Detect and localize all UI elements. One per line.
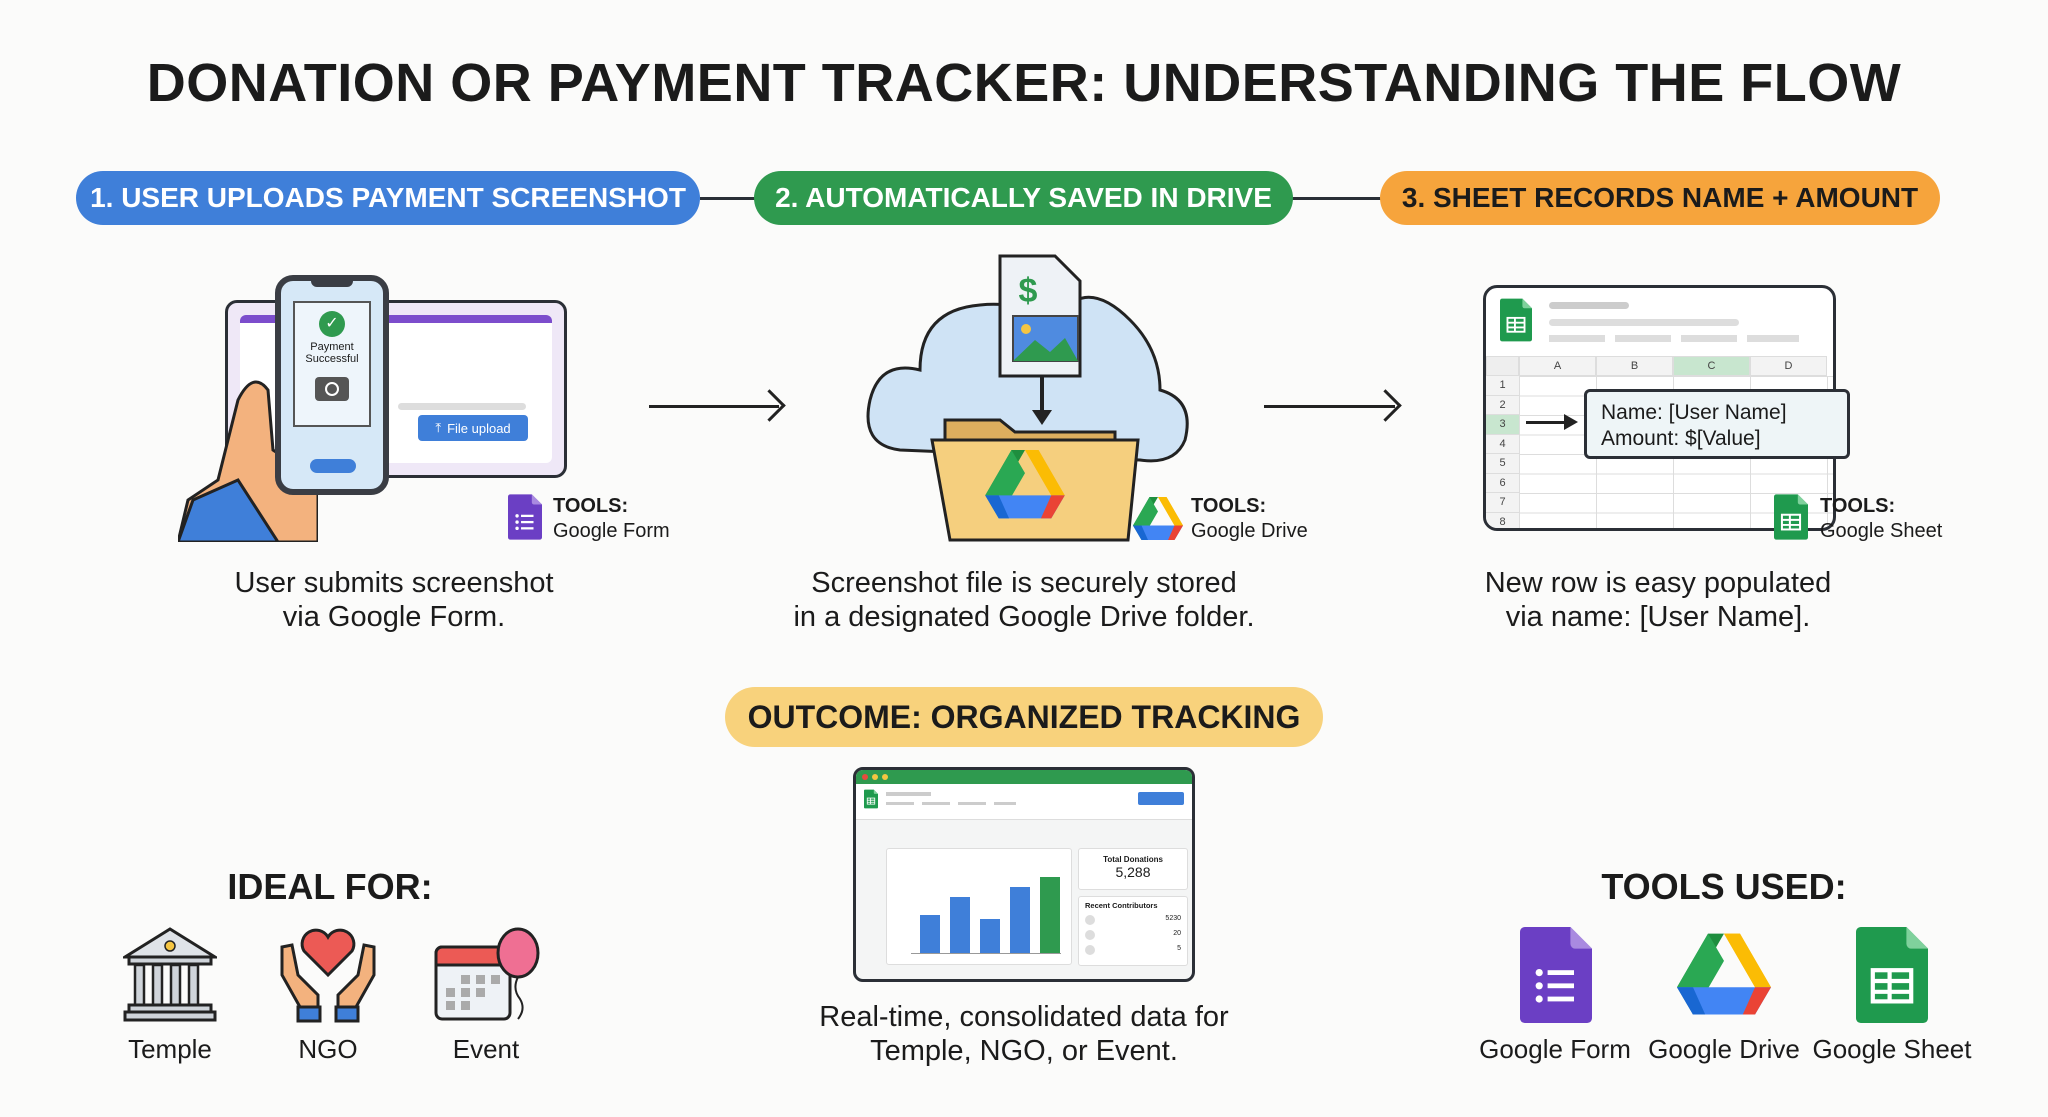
payment-status: Payment: [310, 341, 354, 353]
check-icon: ✓: [319, 311, 345, 337]
temple-icon: [123, 927, 217, 1022]
google-drive-icon: [1677, 933, 1771, 1017]
row-header: 3: [1486, 415, 1519, 435]
share-button[interactable]: [1138, 792, 1184, 805]
tools-used-heading: TOOLS USED:: [1601, 866, 1847, 907]
column-header: D: [1750, 356, 1827, 376]
connector-line: [1290, 197, 1385, 200]
bar-chart: [886, 848, 1072, 965]
phone-button[interactable]: [310, 459, 356, 473]
file-upload-button[interactable]: ⤒File upload: [418, 415, 528, 441]
contributor-amount: 20: [1173, 930, 1181, 937]
tool-google-form: Google Form: [1479, 1034, 1631, 1064]
step-3-pill: 3. SHEET RECORDS NAME + AMOUNT: [1380, 171, 1940, 225]
row-header: 5: [1486, 454, 1519, 474]
google-sheet-icon: [1500, 298, 1532, 342]
contributor-amount: 5230: [1165, 915, 1181, 922]
row-header: 4: [1486, 434, 1519, 454]
row-arrow: [1526, 421, 1571, 424]
chart-bar: [1040, 877, 1060, 953]
ideal-for-heading: IDEAL FOR:: [227, 866, 433, 907]
page-title: DONATION OR PAYMENT TRACKER: UNDERSTANDI…: [146, 53, 1902, 113]
flow-arrow: [1264, 405, 1395, 408]
ideal-for-ngo: NGO: [298, 1034, 358, 1064]
record-callout: Name: [User Name] Amount: $[Value]: [1584, 389, 1850, 459]
cloud-drive-illustration: $: [866, 254, 1189, 542]
chart-bar: [920, 915, 940, 953]
camera-icon: [315, 377, 349, 401]
tool-google-drive: Google Drive: [1648, 1034, 1800, 1064]
column-header: C: [1673, 356, 1750, 376]
google-sheet-icon: [1856, 927, 1928, 1023]
connector-line: [700, 197, 760, 200]
payment-status: Successful: [305, 353, 359, 365]
ideal-for-event: Event: [452, 1034, 520, 1064]
ideal-for-temple: Temple: [128, 1034, 212, 1064]
step-1-pill: 1. USER UPLOADS PAYMENT SCREENSHOT: [76, 171, 700, 225]
step-2-pill: 2. AUTOMATICALLY SAVED IN DRIVE: [754, 171, 1293, 225]
google-form-icon: [1520, 927, 1592, 1023]
step-2-tools: TOOLS:Google Drive: [1191, 495, 1308, 542]
dashboard: Total Donations 5,288 Recent Contributor…: [853, 767, 1195, 982]
row-header: 1: [1486, 376, 1519, 396]
column-header: A: [1519, 356, 1596, 376]
chart-bar: [980, 919, 1000, 953]
google-form-icon: [508, 494, 542, 540]
event-calendar-icon: [434, 927, 540, 1021]
upload-icon: ⤒: [435, 420, 442, 435]
recent-contributors-card: Recent Contributors 5230 20 5: [1078, 896, 1188, 966]
row-header: 8: [1486, 512, 1519, 528]
row-header: 7: [1486, 493, 1519, 513]
google-sheet-icon: [864, 789, 878, 809]
column-header: B: [1596, 356, 1673, 376]
row-header: 2: [1486, 395, 1519, 415]
step-1-tools: TOOLS:Google Form: [553, 495, 670, 542]
google-drive-icon: [1133, 497, 1183, 541]
row-header: 6: [1486, 473, 1519, 493]
chart-bar: [1010, 887, 1030, 953]
contributor-amount: 5: [1177, 945, 1181, 952]
total-donations-value: 5,288: [1115, 864, 1151, 880]
phone: ✓ Payment Successful: [275, 275, 389, 495]
tool-google-sheet: Google Sheet: [1812, 1034, 1972, 1064]
outcome-pill: OUTCOME: ORGANIZED TRACKING: [725, 687, 1323, 747]
flow-arrow: [649, 405, 779, 408]
chart-bar: [950, 897, 970, 953]
step-3-tools: TOOLS:Google Sheet: [1820, 495, 1943, 542]
total-donations-card: Total Donations 5,288: [1078, 848, 1188, 890]
google-sheet-icon: [1774, 494, 1808, 540]
ngo-heart-hands-icon: [280, 928, 376, 1023]
dollar-icon: $: [1019, 272, 1038, 310]
